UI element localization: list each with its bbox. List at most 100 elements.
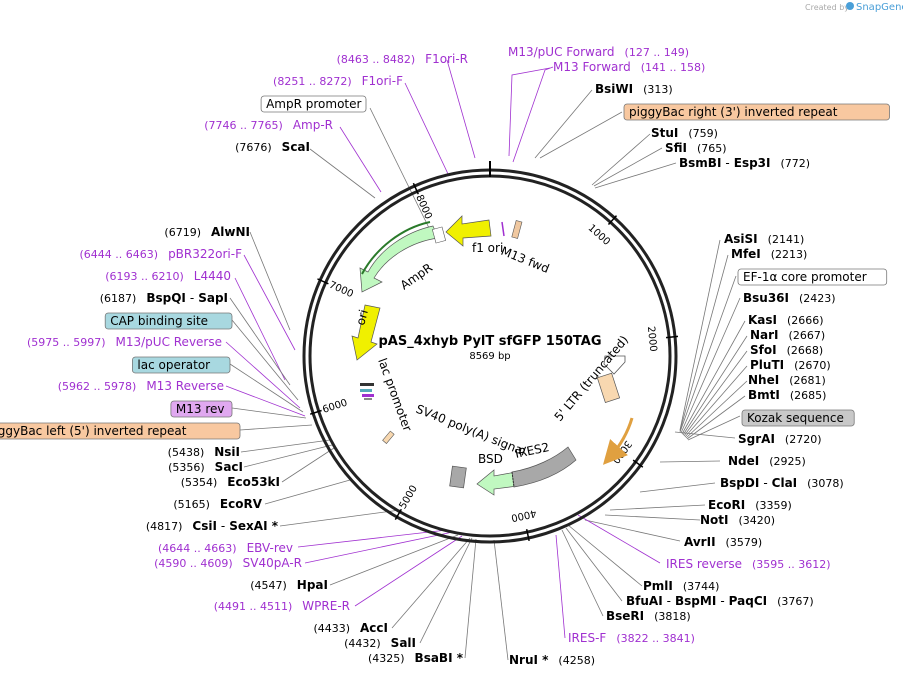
tick-label: 5000: [398, 484, 420, 512]
enzyme-label[interactable]: (4432)SalI: [344, 636, 416, 650]
enzyme-label[interactable]: NarI(2667): [750, 328, 825, 342]
svg-text:(7676)ScaI: (7676)ScaI: [235, 140, 310, 154]
ori-feature[interactable]: [351, 304, 381, 361]
primer-label[interactable]: (8463 .. 8482)F1ori-R: [337, 52, 468, 66]
enzyme-label[interactable]: (5438)NsiI: [168, 445, 240, 459]
enzyme-label[interactable]: BspDI-ClaI(3078): [720, 476, 844, 490]
ampr-feature[interactable]: [359, 225, 439, 293]
feature-label: M13 fwd: [499, 244, 551, 276]
svg-text:NheI(2681): NheI(2681): [748, 373, 826, 387]
primer-label[interactable]: (4590 .. 4609)SV40pA-R: [154, 556, 302, 570]
enzyme-label[interactable]: EcoRI(3359): [708, 498, 792, 512]
enzyme-label[interactable]: StuI(759): [651, 126, 718, 140]
svg-text:NruI *(4258): NruI *(4258): [509, 653, 595, 667]
primer-label[interactable]: (8251 .. 8272)F1ori-F: [273, 74, 403, 88]
enzyme-label[interactable]: (5356)SacI: [168, 460, 243, 474]
feature-box-label[interactable]: AmpR promoter: [260, 95, 367, 113]
svg-text:(4433)AccI: (4433)AccI: [313, 621, 388, 635]
enzyme-label[interactable]: AsiSI(2141): [724, 232, 804, 246]
enzyme-label[interactable]: PmlI(3744): [643, 579, 719, 593]
primer-label[interactable]: (5975 .. 5997)M13/pUC Reverse: [27, 335, 222, 349]
svg-text:(6187)BspQI-SapI: (6187)BspQI-SapI: [100, 291, 228, 305]
enzyme-label[interactable]: NotI(3420): [700, 513, 775, 527]
lac-promoter-feature[interactable]: [360, 383, 374, 400]
snapgene-watermark: Created by SnapGene: [805, 2, 903, 13]
ef1a-feature[interactable]: [603, 355, 626, 375]
svg-text:AmpR promoter: AmpR promoter: [266, 97, 361, 111]
enzyme-label[interactable]: MfeI(2213): [731, 247, 807, 261]
svg-text:(6444 .. 6463)pBR322ori-F: (6444 .. 6463)pBR322ori-F: [80, 247, 243, 261]
svg-text:AvrII(3579): AvrII(3579): [684, 535, 762, 549]
feature-box-label[interactable]: CAP binding site: [104, 312, 233, 330]
enzyme-label[interactable]: BsmBI-Esp3I(772): [679, 156, 810, 170]
primer-label[interactable]: (4491 .. 4511)WPRE-R: [214, 599, 350, 613]
5-ltr-feature[interactable]: [596, 372, 621, 403]
enzyme-label[interactable]: Bsu36I(2423): [743, 291, 836, 305]
f1-ori-feature[interactable]: [445, 215, 492, 247]
enzyme-label[interactable]: (4433)AccI: [313, 621, 388, 635]
svg-text:(5975 .. 5997)M13/pUC Reverse: (5975 .. 5997)M13/pUC Reverse: [27, 335, 222, 349]
svg-text:(7746 .. 7765)Amp-R: (7746 .. 7765)Amp-R: [204, 118, 333, 132]
enzyme-label[interactable]: NruI *(4258): [509, 653, 595, 667]
primer-label[interactable]: (7746 .. 7765)Amp-R: [204, 118, 333, 132]
svg-text:BspDI-ClaI(3078): BspDI-ClaI(3078): [720, 476, 844, 490]
enzyme-label[interactable]: NheI(2681): [748, 373, 826, 387]
svg-text:SgrAI(2720): SgrAI(2720): [738, 432, 821, 446]
ires2-feature[interactable]: [511, 446, 577, 488]
feature-box-label[interactable]: piggyBac right (3') inverted repeat: [623, 103, 890, 121]
enzyme-label[interactable]: KasI(2666): [748, 313, 824, 327]
enzyme-label[interactable]: AvrII(3579): [684, 535, 762, 549]
sv40-polya-feature[interactable]: [449, 465, 467, 489]
tick-mark: [394, 508, 402, 520]
enzyme-label[interactable]: (4817)CsiI-SexAI *: [146, 519, 279, 533]
primer-label[interactable]: (6444 .. 6463)pBR322ori-F: [80, 247, 243, 261]
svg-text:KasI(2666): KasI(2666): [748, 313, 824, 327]
feature-annotations: [351, 215, 634, 496]
tick-label: 8000: [413, 193, 433, 221]
primer-label[interactable]: IRES-F(3822 .. 3841): [568, 631, 695, 645]
enzyme-label[interactable]: (4547)HpaI: [250, 578, 328, 592]
primer-label[interactable]: (5962 .. 5978)M13 Reverse: [58, 379, 224, 393]
svg-text:EF-1α core promoter: EF-1α core promoter: [743, 270, 867, 284]
enzyme-label[interactable]: NdeI(2925): [728, 454, 806, 468]
enzyme-label[interactable]: (5354)Eco53kI: [181, 475, 280, 489]
enzyme-label[interactable]: (6719)AlwNI: [164, 225, 250, 239]
svg-text:EcoRI(3359): EcoRI(3359): [708, 498, 792, 512]
enzyme-label[interactable]: BmtI(2685): [748, 388, 826, 402]
enzyme-label[interactable]: (6187)BspQI-SapI: [100, 291, 228, 305]
enzyme-label[interactable]: SfiI(765): [665, 141, 727, 155]
tick-mark: [309, 409, 322, 415]
piggybac-left-feature[interactable]: [382, 430, 395, 444]
primer-label[interactable]: (4644 .. 4663)EBV-rev: [158, 541, 293, 555]
enzyme-label[interactable]: PluTI(2670): [750, 358, 831, 372]
tick-mark: [665, 335, 679, 339]
feature-box-label[interactable]: lac operator: [131, 356, 231, 374]
svg-text:SfoI(2668): SfoI(2668): [750, 343, 823, 357]
primer-label[interactable]: IRES reverse(3595 .. 3612): [666, 557, 831, 571]
enzyme-label[interactable]: BfuAI-BspMI-PaqCI(3767): [626, 594, 814, 608]
svg-text:SfiI(765): SfiI(765): [665, 141, 727, 155]
primer-label[interactable]: (6193 .. 6210)L4440: [105, 269, 231, 283]
enzyme-label[interactable]: SgrAI(2720): [738, 432, 821, 446]
enzyme-label[interactable]: (4325)BsaBI *: [368, 651, 464, 665]
enzyme-label[interactable]: SfoI(2668): [750, 343, 823, 357]
m13-fwd-feature[interactable]: [511, 220, 523, 239]
feature-box-label[interactable]: Kozak sequence: [741, 409, 855, 427]
feature-box-label[interactable]: piggyBac left (5') inverted repeat: [0, 422, 241, 440]
svg-text:piggyBac right (3') inverted r: piggyBac right (3') inverted repeat: [629, 105, 838, 119]
svg-text:BsiWI(313): BsiWI(313): [595, 82, 673, 96]
primer-label[interactable]: M13/pUC Forward(127 .. 149): [508, 45, 689, 59]
svg-text:PluTI(2670): PluTI(2670): [750, 358, 831, 372]
feature-box-label[interactable]: M13 rev: [170, 400, 233, 418]
created-by-text: Created by: [805, 3, 849, 12]
label-connector-lines: [225, 59, 748, 661]
primer-label[interactable]: M13 Forward(141 .. 158): [553, 60, 705, 74]
enzyme-label[interactable]: (7676)ScaI: [235, 140, 310, 154]
enzyme-label[interactable]: (5165)EcoRV: [173, 497, 262, 511]
plasmid-length: 8569 bp: [469, 351, 510, 362]
enzyme-label[interactable]: BsiWI(313): [595, 82, 673, 96]
feature-box-label[interactable]: EF-1α core promoter: [737, 268, 888, 286]
svg-text:(8251 .. 8272)F1ori-F: (8251 .. 8272)F1ori-F: [273, 74, 403, 88]
enzyme-label[interactable]: BseRI(3818): [606, 609, 691, 623]
